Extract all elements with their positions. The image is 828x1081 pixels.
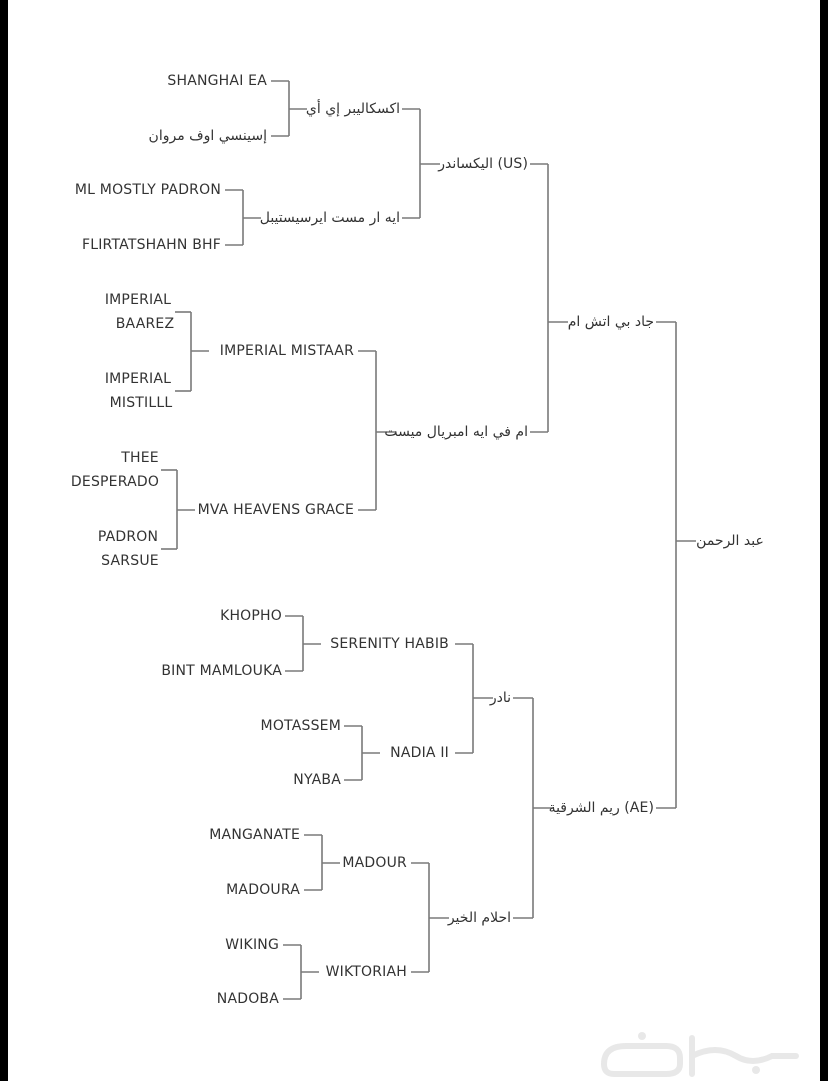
dam-name: ريم الشرقية (AE) (548, 800, 654, 816)
ancestor-imperial-baarez-line1: IMPERIAL (104, 292, 172, 308)
ancestor-wiking: WIKING (225, 937, 279, 953)
ancestor-serenity-habib: SERENITY HABIB (330, 636, 449, 652)
pedigree-sheet: عبد الرحمن جاد بي اتش ام ريم الشرقية (AE… (8, 0, 820, 1081)
subject-name: عبد الرحمن (696, 533, 764, 549)
ancestor-ms-ersestabel: ايه ار مست ايرسيستيبل (259, 210, 400, 226)
haraj-watermark-logo (600, 1032, 799, 1077)
sire-sire-name: اليكساندر (US) (438, 156, 528, 172)
ancestor-shanghai-ea: SHANGHAI EA (167, 73, 267, 89)
ancestor-padron-sarsue-line1: PADRON (97, 529, 159, 545)
ancestor-madoura: MADOURA (226, 882, 300, 898)
ancestor-manganate: MANGANATE (209, 827, 300, 843)
dam-dam-name: احلام الخير (447, 910, 511, 926)
ancestor-nadoba: NADOBA (216, 991, 279, 1007)
ancestor-imperial-mistilll-line1: IMPERIAL (104, 371, 172, 387)
ancestor-padron-sarsue-line2: SARSUE (101, 553, 159, 569)
ancestor-mva-heavens-grace: MVA HEAVENS GRACE (197, 502, 354, 518)
ancestor-thee-desperado-line2: DESPERADO (70, 474, 160, 490)
ancestor-espinsi-of-marwan: إسينسي اوف مروان (148, 128, 267, 144)
ancestor-nadia-ii: NADIA II (390, 745, 449, 761)
ancestor-excalibur: اكسكاليبر إي أي (305, 101, 400, 117)
ancestor-wiktoriah: WIKTORIAH (325, 964, 407, 980)
ancestor-imperial-mistaar: IMPERIAL MISTAAR (219, 343, 354, 359)
footer-url-blurred (60, 1072, 63, 1081)
ancestor-nyaba: NYABA (293, 772, 341, 788)
sire-name: جاد بي اتش ام (567, 314, 654, 330)
ancestor-imperial-mistilll-line2: MISTILLL (109, 395, 173, 411)
ancestor-motassem: MOTASSEM (260, 718, 341, 734)
pedigree-connector-lines (161, 80, 696, 1000)
ancestor-ml-mostly-padron: ML MOSTLY PADRON (74, 182, 221, 198)
ancestor-madour: MADOUR (342, 855, 407, 871)
ancestor-bint-mamlouka: BINT MAMLOUKA (161, 663, 282, 679)
ancestor-flirtatshahn-bhf: FLIRTATSHAHN BHF (81, 237, 221, 253)
ancestor-thee-desperado-line1: THEE (121, 450, 159, 466)
dam-sire-name: نادر (489, 690, 511, 706)
ancestor-khopho: KHOPHO (220, 608, 282, 624)
sire-dam-name: ام في ايه امبريال ميست (384, 424, 528, 440)
ancestor-imperial-baarez-line2: BAAREZ (115, 316, 175, 332)
